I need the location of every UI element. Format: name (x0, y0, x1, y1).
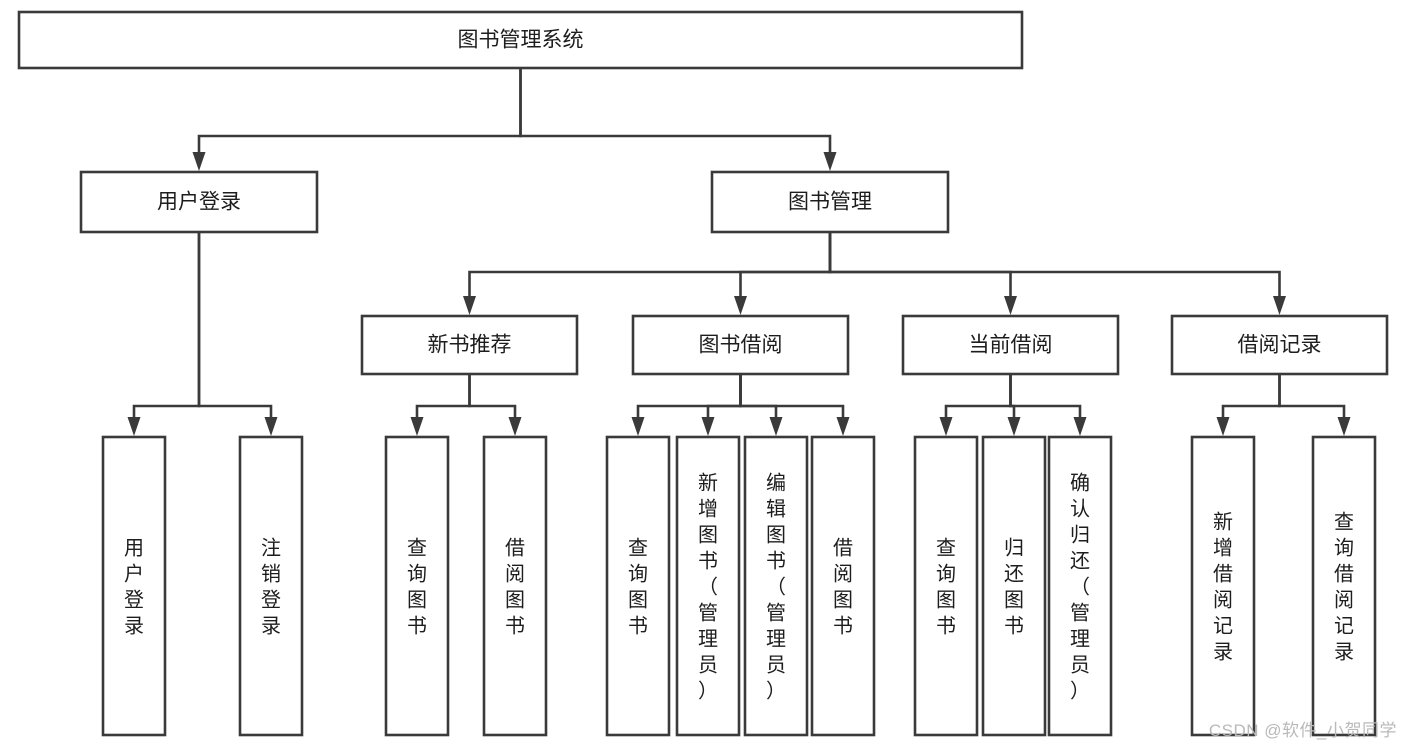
node-box (384, 435, 450, 737)
node-box (238, 435, 304, 737)
edge-tushuguanli-to-当前借阅 (828, 230, 1017, 315)
arrow-head-icon (410, 417, 424, 436)
node-root-0[interactable]: 图书管理系统 (17, 10, 1024, 70)
node-layer: 图书管理系统用户登录图书管理新书推荐图书借阅当前借阅借阅记录用户登录注销登录查询… (17, 10, 1389, 737)
edge-tushuguanli-to-借阅记录 (828, 230, 1286, 315)
edge-tushuguanli-to-图书借阅 (734, 230, 832, 315)
edge-root-to-用户登录 (192, 66, 522, 171)
node-leaf-2[interactable]: 查询图书 (384, 435, 450, 737)
node-label: 新书推荐 (428, 334, 512, 357)
edge-当前借阅-to-确认归还管理员 (1009, 372, 1087, 436)
node-box (79, 170, 319, 234)
node-box (710, 170, 950, 234)
edge-当前借阅-to-查询图书 (939, 372, 1012, 436)
arrow-head-icon (1337, 417, 1351, 436)
node-label: 图书管理 (788, 191, 872, 214)
arrow-head-icon (769, 417, 783, 436)
edge-图书借阅-to-新增图书管理员 (701, 372, 742, 436)
arrow-head-icon (264, 417, 278, 436)
arrow-head-icon (1073, 417, 1087, 436)
node-leaf-5[interactable]: 新增图书（管理员） (675, 435, 741, 737)
node-leaf-7[interactable]: 借阅图书 (810, 435, 876, 737)
node-label: 用户登录 (157, 191, 241, 214)
arrow-head-icon (631, 417, 645, 436)
node-leaf-11[interactable]: 新增借阅记录 (1190, 435, 1256, 737)
node-leaf-8[interactable]: 查询图书 (913, 435, 979, 737)
node-leaf-10[interactable]: 确认归还（管理员） (1047, 435, 1113, 737)
arrow-head-icon (192, 152, 206, 171)
node-box (17, 10, 1024, 70)
edge-新书推荐-to-查询图书 (410, 372, 471, 436)
node-box (743, 435, 809, 737)
edge-用户登录-to-用户登录 (127, 230, 201, 436)
node-box (675, 435, 741, 737)
node-label: 编辑图书（管理员） (766, 471, 786, 702)
node-label: 注销登录 (261, 536, 281, 637)
arrow-head-icon (734, 296, 747, 315)
node-label: 当前借阅 (969, 334, 1053, 357)
arrow-head-icon (836, 417, 850, 436)
arrow-head-icon (1007, 417, 1021, 436)
node-box (1047, 435, 1113, 737)
node-level2-0[interactable]: 新书推荐 (360, 314, 579, 376)
node-box (1190, 435, 1256, 737)
arrow-head-icon (1004, 296, 1017, 315)
node-box (360, 314, 579, 376)
node-level1-0[interactable]: 用户登录 (79, 170, 319, 234)
node-box (901, 314, 1120, 376)
node-leaf-1[interactable]: 注销登录 (238, 435, 304, 737)
node-label: 用户登录 (124, 537, 144, 637)
arrow-head-icon (701, 417, 715, 436)
node-level2-2[interactable]: 当前借阅 (901, 314, 1120, 376)
node-label: 图书借阅 (699, 334, 783, 357)
edge-用户登录-to-注销登录 (197, 230, 278, 436)
edge-图书借阅-to-借阅图书 (739, 372, 850, 436)
node-label: 借阅图书 (833, 536, 853, 637)
arrow-head-icon (1216, 417, 1230, 436)
node-leaf-9[interactable]: 归还图书 (981, 435, 1047, 737)
node-box (913, 435, 979, 737)
node-box (605, 435, 671, 737)
arrow-head-icon (939, 417, 953, 436)
node-label: 图书管理系统 (458, 29, 584, 52)
node-level1-1[interactable]: 图书管理 (710, 170, 950, 234)
node-label: 归还图书 (1004, 536, 1024, 637)
node-label: 确认归还（管理员） (1070, 471, 1090, 702)
node-label: 查询图书 (407, 536, 427, 637)
arrow-head-icon (1273, 296, 1286, 315)
node-box (1311, 435, 1377, 737)
edge-root-to-图书管理 (519, 66, 837, 171)
node-label: 借阅图书 (505, 536, 525, 637)
edge-借阅记录-to-新增借阅记录 (1216, 372, 1281, 436)
node-leaf-12[interactable]: 查询借阅记录 (1311, 435, 1377, 737)
node-level2-3[interactable]: 借阅记录 (1170, 314, 1389, 376)
arrow-head-icon (127, 417, 141, 436)
node-leaf-0[interactable]: 用户登录 (101, 435, 167, 737)
node-level2-1[interactable]: 图书借阅 (631, 314, 850, 376)
arrow-head-icon (508, 417, 522, 436)
node-box (101, 435, 167, 737)
node-leaf-4[interactable]: 查询图书 (605, 435, 671, 737)
node-leaf-6[interactable]: 编辑图书（管理员） (743, 435, 809, 737)
connector-layer (127, 66, 1351, 436)
node-label: 查询图书 (936, 536, 956, 637)
edge-借阅记录-to-查询借阅记录 (1278, 372, 1351, 436)
node-leaf-3[interactable]: 借阅图书 (482, 435, 548, 737)
node-box (631, 314, 850, 376)
node-box (810, 435, 876, 737)
edge-tushuguanli-to-新书推荐 (463, 230, 832, 315)
node-label: 查询图书 (628, 536, 648, 637)
node-label: 查询借阅记录 (1334, 510, 1354, 663)
edge-新书推荐-to-借阅图书 (468, 372, 522, 436)
csdn-watermark: CSDN @软件_小贺同学 (1208, 721, 1397, 740)
node-box (981, 435, 1047, 737)
arrow-head-icon (463, 296, 476, 315)
node-label: 新增借阅记录 (1213, 510, 1233, 663)
node-box (1170, 314, 1389, 376)
node-box (482, 435, 548, 737)
node-label: 借阅记录 (1238, 334, 1322, 357)
node-label: 新增图书（管理员） (698, 471, 718, 702)
arrow-head-icon (823, 152, 837, 171)
